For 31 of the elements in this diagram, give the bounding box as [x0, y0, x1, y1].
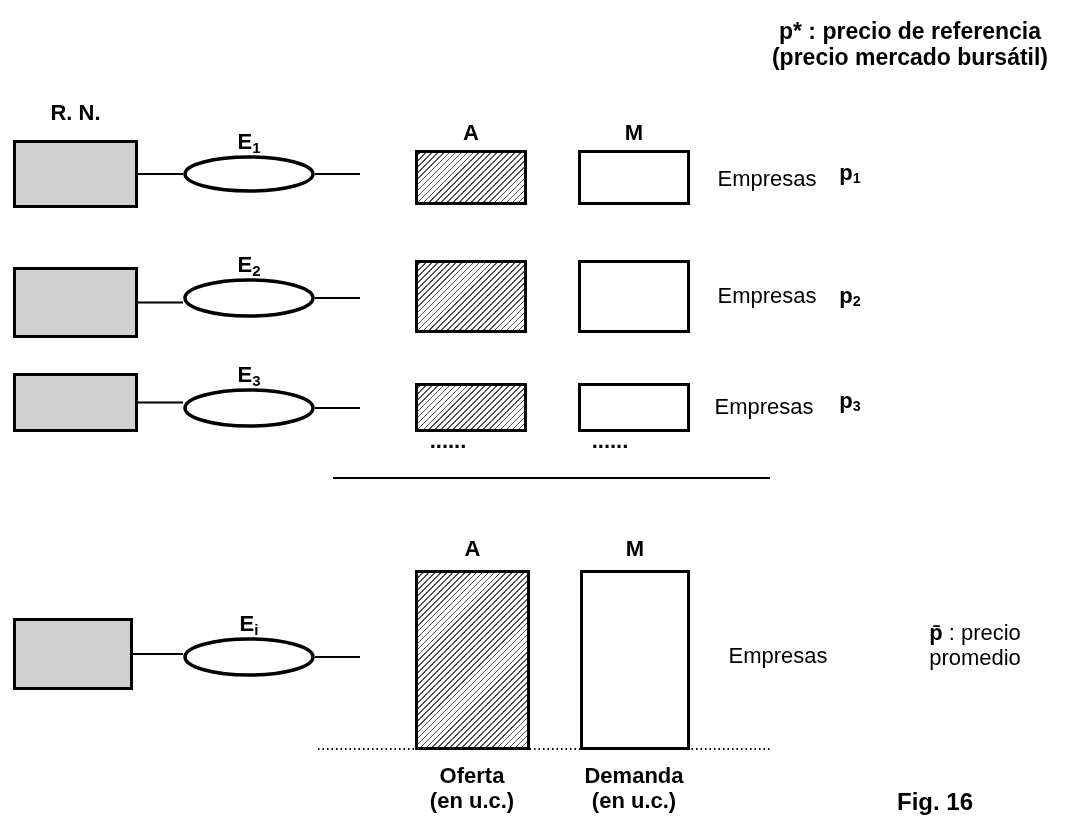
node-heading: R. N.: [50, 100, 101, 126]
connector-line: [138, 401, 183, 404]
axis-caption: Oferta (en u.c.): [428, 763, 516, 814]
note-text: p* : precio de referencia (precio mercado bursátil): [770, 18, 1050, 71]
row-label: Empresas: [713, 394, 815, 420]
price-label: p$_{1}$: [838, 160, 862, 186]
node-heading: E$_{1}$: [237, 129, 261, 155]
note-text: p̄ : precio promedio: [928, 620, 1022, 671]
connector-line: [315, 655, 360, 659]
figure-caption: Fig. 16: [896, 788, 974, 816]
price-label: p$_{3}$: [838, 388, 862, 414]
connector-line: [133, 652, 183, 656]
node-heading: E$_{2}$: [237, 252, 261, 278]
row-label: Empresas: [727, 643, 829, 669]
price-label: p$_{2}$: [838, 283, 862, 309]
ellipsis-text: ......: [428, 428, 468, 454]
connector-line: [315, 172, 360, 176]
node-heading: A: [464, 536, 481, 562]
connector-line: [315, 406, 360, 410]
node-heading: E$_{3}$: [237, 362, 261, 388]
node-heading: E$_{i}$: [239, 611, 259, 637]
connector-line: [138, 301, 183, 304]
row-label: Empresas: [716, 283, 818, 309]
connector-line: [138, 172, 183, 176]
axis-caption: Demanda (en u.c.): [583, 763, 685, 814]
node-heading: A: [463, 120, 479, 146]
connector-line: [315, 296, 360, 300]
node-heading: M: [624, 120, 644, 146]
ellipsis-text: ......: [590, 428, 630, 454]
node-heading: M: [625, 536, 645, 562]
row-label: Empresas: [716, 166, 818, 192]
